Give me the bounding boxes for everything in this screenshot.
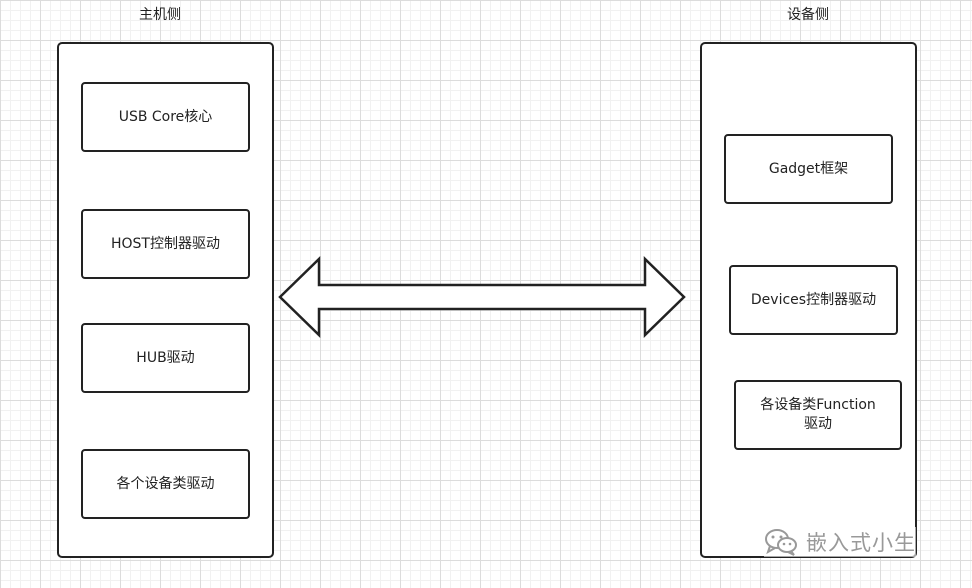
gadget-framework-box: Gadget框架 (724, 134, 893, 204)
bidirectional-arrow-shape (278, 256, 686, 338)
host-side-title: 主机侧 (139, 7, 181, 23)
host-controller-driver-box: HOST控制器驱动 (81, 209, 250, 279)
hub-driver-box: HUB驱动 (81, 323, 250, 393)
usb-core-box: USB Core核心 (81, 82, 250, 152)
wechat-icon (765, 529, 797, 556)
device-side-title: 设备侧 (787, 7, 829, 23)
watermark-text: 嵌入式小生 (806, 531, 916, 555)
device-class-drivers-box: 各个设备类驱动 (81, 449, 250, 519)
watermark: 嵌入式小生 (764, 527, 916, 557)
devices-controller-driver-box: Devices控制器驱动 (729, 265, 898, 335)
bidirectional-arrow (278, 256, 686, 338)
function-drivers-box: 各设备类Function 驱动 (734, 380, 902, 450)
